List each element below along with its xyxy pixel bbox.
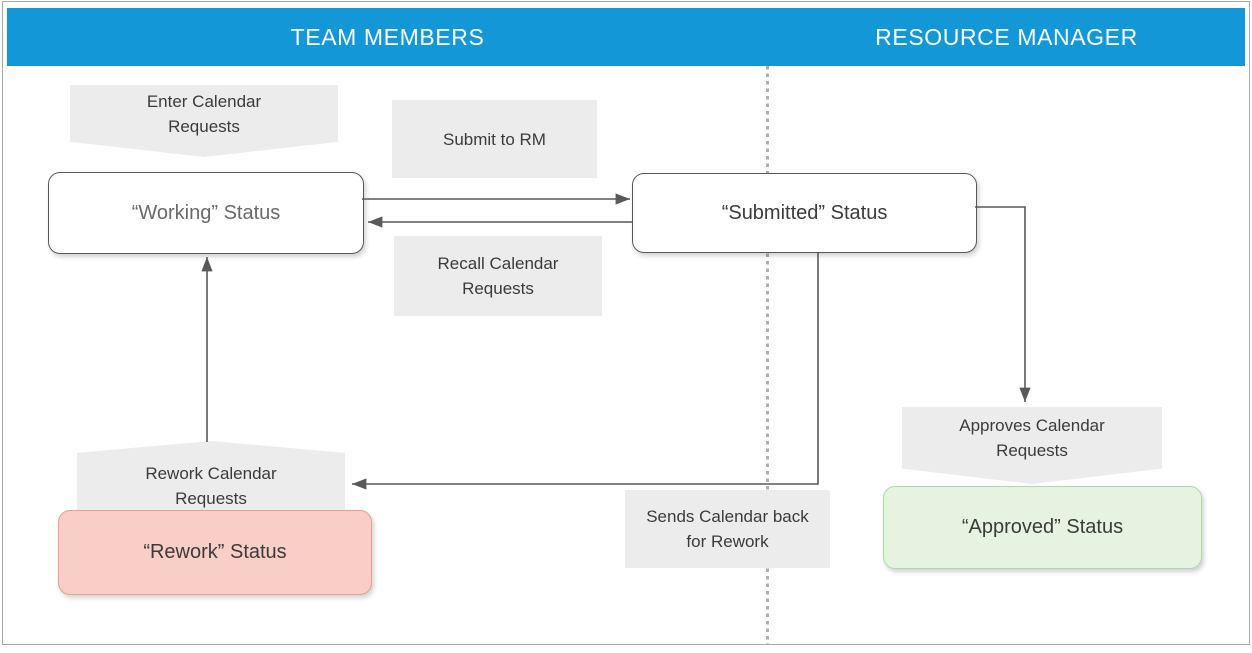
lane-title-resource-manager: RESOURCE MANAGER xyxy=(875,23,1138,50)
label-sends-back-text: Sends Calendar back for Rework xyxy=(646,507,809,551)
callout-approves-calendar-requests: Approves Calendar Requests xyxy=(902,407,1162,484)
callout-rework-calendar-requests: Rework Calendar Requests xyxy=(77,441,345,520)
node-approved-label: “Approved” Status xyxy=(961,516,1124,538)
callout-rework-label: Rework Calendar Requests xyxy=(145,463,277,508)
label-submit-to-rm: Submit to RM xyxy=(392,100,597,178)
label-recall-calendar-requests: Recall Calendar Requests xyxy=(394,236,602,316)
connector-submitted-to-approved xyxy=(975,206,1031,402)
node-working-status: “Working” Status xyxy=(48,172,364,254)
label-recall-text: Recall Calendar Requests xyxy=(437,254,559,298)
lane-title-team-members: TEAM MEMBERS xyxy=(290,23,485,50)
label-submit-text: Submit to RM xyxy=(443,129,546,149)
node-working-label: “Working” Status xyxy=(131,201,281,224)
node-rework-label: “Rework” Status xyxy=(143,541,287,563)
callout-enter-calendar-requests: Enter Calendar Requests xyxy=(70,85,338,157)
node-submitted-status: “Submitted” Status xyxy=(632,173,977,253)
node-rework-status: “Rework” Status xyxy=(58,510,372,595)
callout-approves-label: Approves Calendar Requests xyxy=(959,416,1105,460)
label-sends-back-for-rework: Sends Calendar back for Rework xyxy=(625,490,830,568)
callout-enter-label: Enter Calendar Requests xyxy=(146,91,262,136)
node-approved-status: “Approved” Status xyxy=(883,486,1202,569)
node-submitted-label: “Submitted” Status xyxy=(721,201,888,224)
header-bar: TEAM MEMBERS RESOURCE MANAGER xyxy=(7,8,1245,66)
